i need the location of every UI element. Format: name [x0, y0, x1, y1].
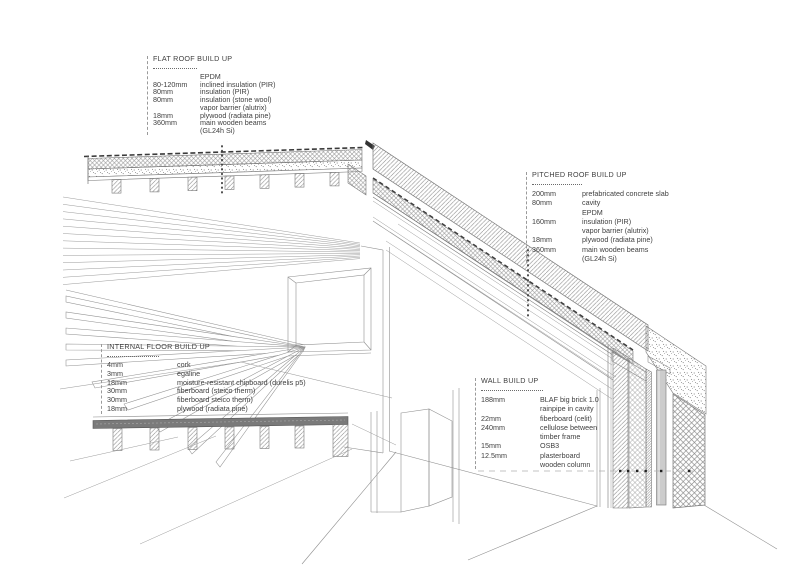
- internal-floor-assembly: [59, 361, 397, 545]
- flat-roof-beam-ends: [111, 172, 340, 194]
- buildup-row: EPDM: [582, 207, 603, 217]
- rafter-soffit-lines: [385, 223, 613, 400]
- buildup-row: vapor barrier (alutrix): [200, 102, 267, 112]
- interior-walls: [287, 245, 778, 565]
- floor-perspective-lines: [63, 423, 397, 545]
- annotation-divider: [107, 356, 159, 357]
- annotation-title: FLAT ROOF BUILD UP: [153, 54, 233, 63]
- buildup-row: wooden column: [540, 460, 591, 470]
- annotation-divider: [481, 390, 543, 391]
- annotation-border-line: [475, 378, 476, 470]
- flat-roof-assembly: [83, 140, 375, 196]
- annotation-title: INTERNAL FLOOR BUILD UP: [107, 342, 210, 351]
- ceiling-soffit-lines: [62, 196, 361, 285]
- wall-assembly: [607, 344, 706, 509]
- annotation-border-line: [147, 56, 148, 135]
- rainpipe: [656, 369, 667, 506]
- leader-lines: [221, 145, 700, 473]
- pitched-roof-assembly: [372, 142, 707, 415]
- buildup-row: vapor barrier (alutrix): [582, 226, 649, 236]
- annotation-title: PITCHED ROOF BUILD UP: [532, 170, 627, 179]
- wall-cut-line-markers: [619, 469, 691, 473]
- annotation-border-line: [101, 344, 102, 414]
- annotation-divider: [153, 68, 197, 69]
- floor-column-stubs: [112, 424, 349, 457]
- annotation-border-line: [526, 172, 527, 264]
- buildup-row: EPDM: [200, 72, 221, 81]
- buildup-row: timber frame: [540, 432, 581, 442]
- window-opening: [287, 267, 372, 357]
- buildup-row: (GL24h Si): [582, 254, 617, 264]
- wooden-column: [370, 408, 453, 513]
- annotation-divider: [532, 184, 582, 185]
- buildup-row: rainpipe in cavity: [540, 404, 594, 414]
- annotation-title: WALL BUILD UP: [481, 376, 539, 385]
- buildup-row: (GL24h Si): [200, 125, 235, 135]
